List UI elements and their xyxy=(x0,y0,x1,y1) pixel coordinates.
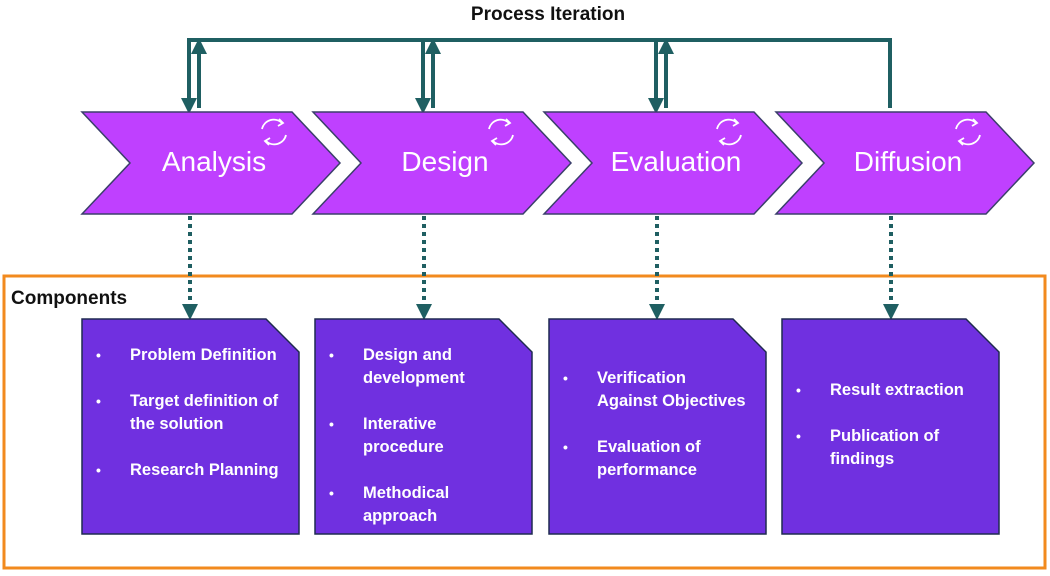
card-text-evaluation: Verification Against Objectives Evaluati… xyxy=(560,367,750,482)
chevron-analysis xyxy=(80,111,342,215)
list-item: Evaluation of performance xyxy=(560,436,750,482)
cycle-icon xyxy=(261,118,287,146)
diagram-title: Process Iteration xyxy=(470,4,626,25)
list-item: Research Planning xyxy=(93,459,283,482)
components-heading: Components xyxy=(11,288,128,309)
card-text-diffusion: Result extraction Publication of finding… xyxy=(793,379,983,471)
cycle-icon xyxy=(488,118,514,146)
stage-label-diffusion: Diffusion xyxy=(853,146,963,177)
stage-label-analysis: Analysis xyxy=(161,146,267,177)
cycle-icon xyxy=(716,118,742,146)
cycle-icon xyxy=(955,118,981,146)
card-text-analysis: Problem Definition Target definition of … xyxy=(93,344,283,482)
chevron-design xyxy=(311,111,573,215)
stage-label-evaluation: Evaluation xyxy=(610,146,742,177)
dotted-connectors xyxy=(182,216,899,320)
chevron-diffusion xyxy=(774,111,1036,215)
card-text-design: Design and development Interative proced… xyxy=(326,344,516,528)
list-item: Interative procedure xyxy=(326,413,516,459)
stage-label-design: Design xyxy=(401,146,489,177)
stage-chevrons xyxy=(80,111,1036,215)
list-item: Verification Against Objectives xyxy=(560,367,750,413)
list-item: Design and development xyxy=(326,344,516,390)
iteration-loop xyxy=(181,38,892,114)
iteration-top-line xyxy=(187,38,892,108)
components-frame xyxy=(2,274,1047,570)
list-item: Result extraction xyxy=(793,379,983,402)
list-item: Methodical approach xyxy=(326,482,516,528)
chevron-evaluation xyxy=(542,111,804,215)
list-item: Publication of findings xyxy=(793,425,983,471)
list-item: Problem Definition xyxy=(93,344,283,367)
list-item: Target definition of the solution xyxy=(93,390,283,436)
